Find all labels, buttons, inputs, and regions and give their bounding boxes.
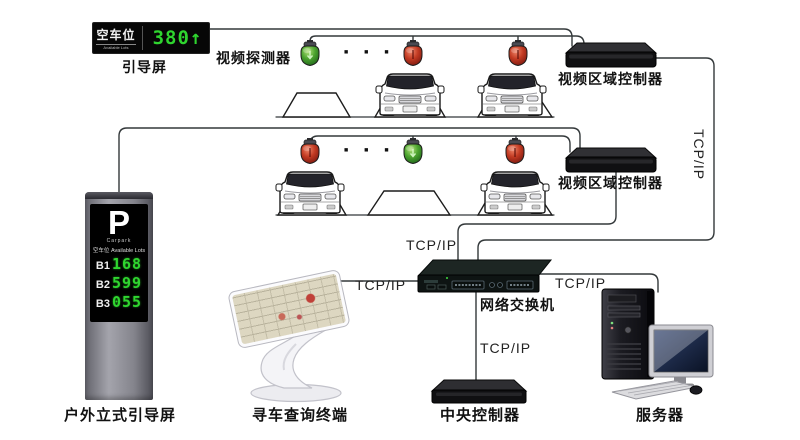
pillar-available-title: 空车位 Available Lots — [92, 248, 146, 255]
tcpip-label-kiosk-link: TCP/IP — [355, 277, 407, 293]
kiosk-stand — [250, 329, 342, 403]
find-car-terminal-label: 寻车查询终端 — [252, 407, 349, 424]
mouse-icon — [689, 385, 703, 395]
car-icon — [275, 171, 345, 215]
car-icon — [480, 171, 550, 215]
ellipsis-row1: ■ ■ ■ — [344, 49, 396, 56]
video-detector-label: 视频探测器 — [216, 50, 291, 66]
wire-controller1-to-switch-tcpip — [477, 57, 715, 269]
camera-vacant-icon — [300, 39, 320, 67]
outdoor-pillar-label: 户外立式引导屏 — [64, 407, 177, 424]
video-area-controller-1 — [565, 42, 657, 68]
carpark-text: Carpark — [106, 238, 132, 245]
wire-camera-bus-row1 — [309, 35, 585, 49]
guide-display-title: 空车位 Available Lots — [93, 26, 139, 50]
wire-controller2-to-switch — [457, 171, 617, 269]
ellipsis-row2: ■ ■ ■ — [344, 147, 396, 154]
camera-vacant-icon — [403, 137, 423, 165]
network-switch-label: 网络交换机 — [480, 297, 555, 313]
guide-display-title-zh: 空车位 — [96, 26, 136, 45]
video-area-controller-2-label: 视频区域控制器 — [558, 175, 663, 191]
tcpip-label-central-link: TCP/IP — [480, 340, 532, 356]
car-icon — [477, 73, 547, 117]
guide-display-sign: 空车位 Available Lots 380↑ — [92, 22, 210, 54]
tcpip-label-above-switch: TCP/IP — [406, 237, 458, 253]
camera-occupied-icon — [505, 137, 525, 165]
up-arrow-icon: ↑ — [189, 27, 203, 49]
parking-letter: P — [107, 204, 130, 241]
tcpip-label-server-link: TCP/IP — [555, 275, 607, 291]
server-computer — [601, 288, 714, 400]
wire-switch-to-server — [539, 273, 659, 293]
video-area-controller-1-label: 视频区域控制器 — [558, 71, 663, 87]
central-controller — [430, 379, 528, 404]
wire-guide-display-to-controller1 — [209, 28, 573, 47]
car-icon — [375, 73, 445, 117]
network-switch — [417, 259, 553, 293]
video-area-controller-2 — [565, 147, 657, 173]
central-controller-label: 中央控制器 — [440, 407, 521, 424]
wire-pillar-to-controller2 — [118, 127, 581, 197]
camera-occupied-icon — [508, 39, 528, 67]
parking-space-empty — [281, 92, 352, 118]
guide-screen-label: 引导屏 — [122, 59, 167, 75]
guide-display-divider — [142, 26, 143, 50]
guide-display-title-en: Available Lots — [103, 45, 129, 50]
parking-space-empty — [366, 190, 452, 216]
camera-occupied-icon — [300, 137, 320, 165]
server-label: 服务器 — [636, 407, 685, 424]
camera-occupied-icon — [403, 39, 423, 67]
tcpip-label-right-vertical: TCP/IP — [691, 129, 707, 181]
pillar-cap — [85, 192, 153, 199]
guide-display-count: 380↑ — [152, 27, 203, 49]
